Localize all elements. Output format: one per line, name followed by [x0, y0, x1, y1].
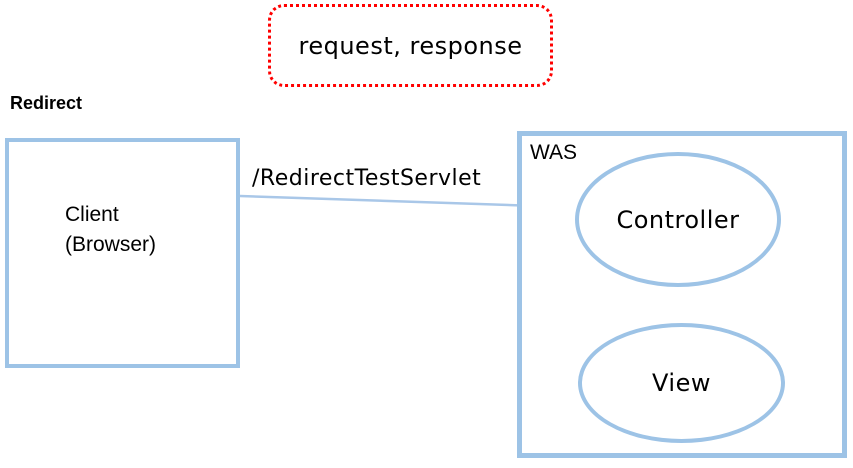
- client-box: Client (Browser): [5, 138, 240, 368]
- request-response-note: request, response: [268, 4, 553, 87]
- controller-label: Controller: [616, 205, 740, 234]
- client-label: Client (Browser): [65, 200, 156, 260]
- view-label: View: [652, 369, 711, 397]
- client-label-line2: (Browser): [65, 233, 157, 256]
- diagram-title: Redirect: [10, 93, 83, 113]
- was-label: WAS: [530, 141, 578, 164]
- controller-ellipse: Controller: [575, 152, 781, 287]
- view-ellipse: View: [578, 323, 785, 443]
- client-label-line1: Client: [65, 203, 119, 226]
- arrow-label: /RedirectTestServlet: [252, 166, 482, 191]
- request-response-note-label: request, response: [298, 31, 523, 60]
